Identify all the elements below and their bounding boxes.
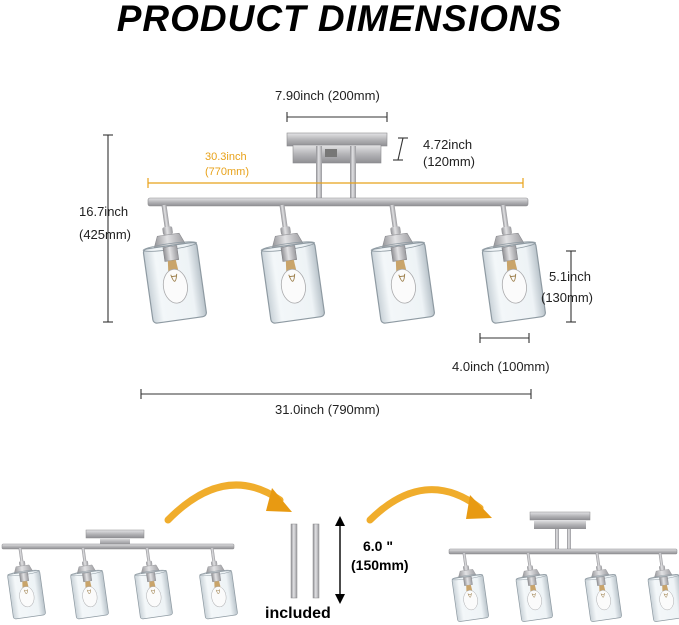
- dimension-lines: [103, 112, 576, 399]
- page-title: PRODUCT DIMENSIONS: [116, 0, 563, 39]
- total-height-mm-label: (425mm): [79, 227, 132, 242]
- bar-length-in-label: 30.3inch: [205, 151, 247, 163]
- shade-height-in-label: 5.1inch: [549, 269, 591, 284]
- canopy-height-in-label: 4.72inch: [423, 137, 473, 152]
- extension-length-in-label: 6.0 ": [363, 538, 393, 554]
- fixture-before: [1, 529, 239, 620]
- total-length-label: 31.0inch (790mm): [275, 402, 380, 417]
- bar-length-mm-label: (770mm): [205, 166, 250, 178]
- total-height-in-label: 16.7inch: [79, 204, 129, 219]
- canopy-height-mm-label: (120mm): [423, 154, 476, 169]
- included-label: included: [265, 605, 331, 622]
- extension-rods: [290, 516, 345, 604]
- transform-arrow-1: [164, 481, 292, 524]
- main-fixture: [136, 132, 547, 325]
- extension-length-mm-label: (150mm): [351, 557, 409, 573]
- bar-length-line: [147, 178, 524, 188]
- fixture-after: [448, 511, 679, 623]
- shade-width-label: 4.0inch (100mm): [452, 359, 550, 374]
- transform-arrow-2: [366, 486, 492, 524]
- shade-height-mm-label: (130mm): [541, 290, 594, 305]
- canopy-width-label: 7.90inch (200mm): [275, 88, 380, 103]
